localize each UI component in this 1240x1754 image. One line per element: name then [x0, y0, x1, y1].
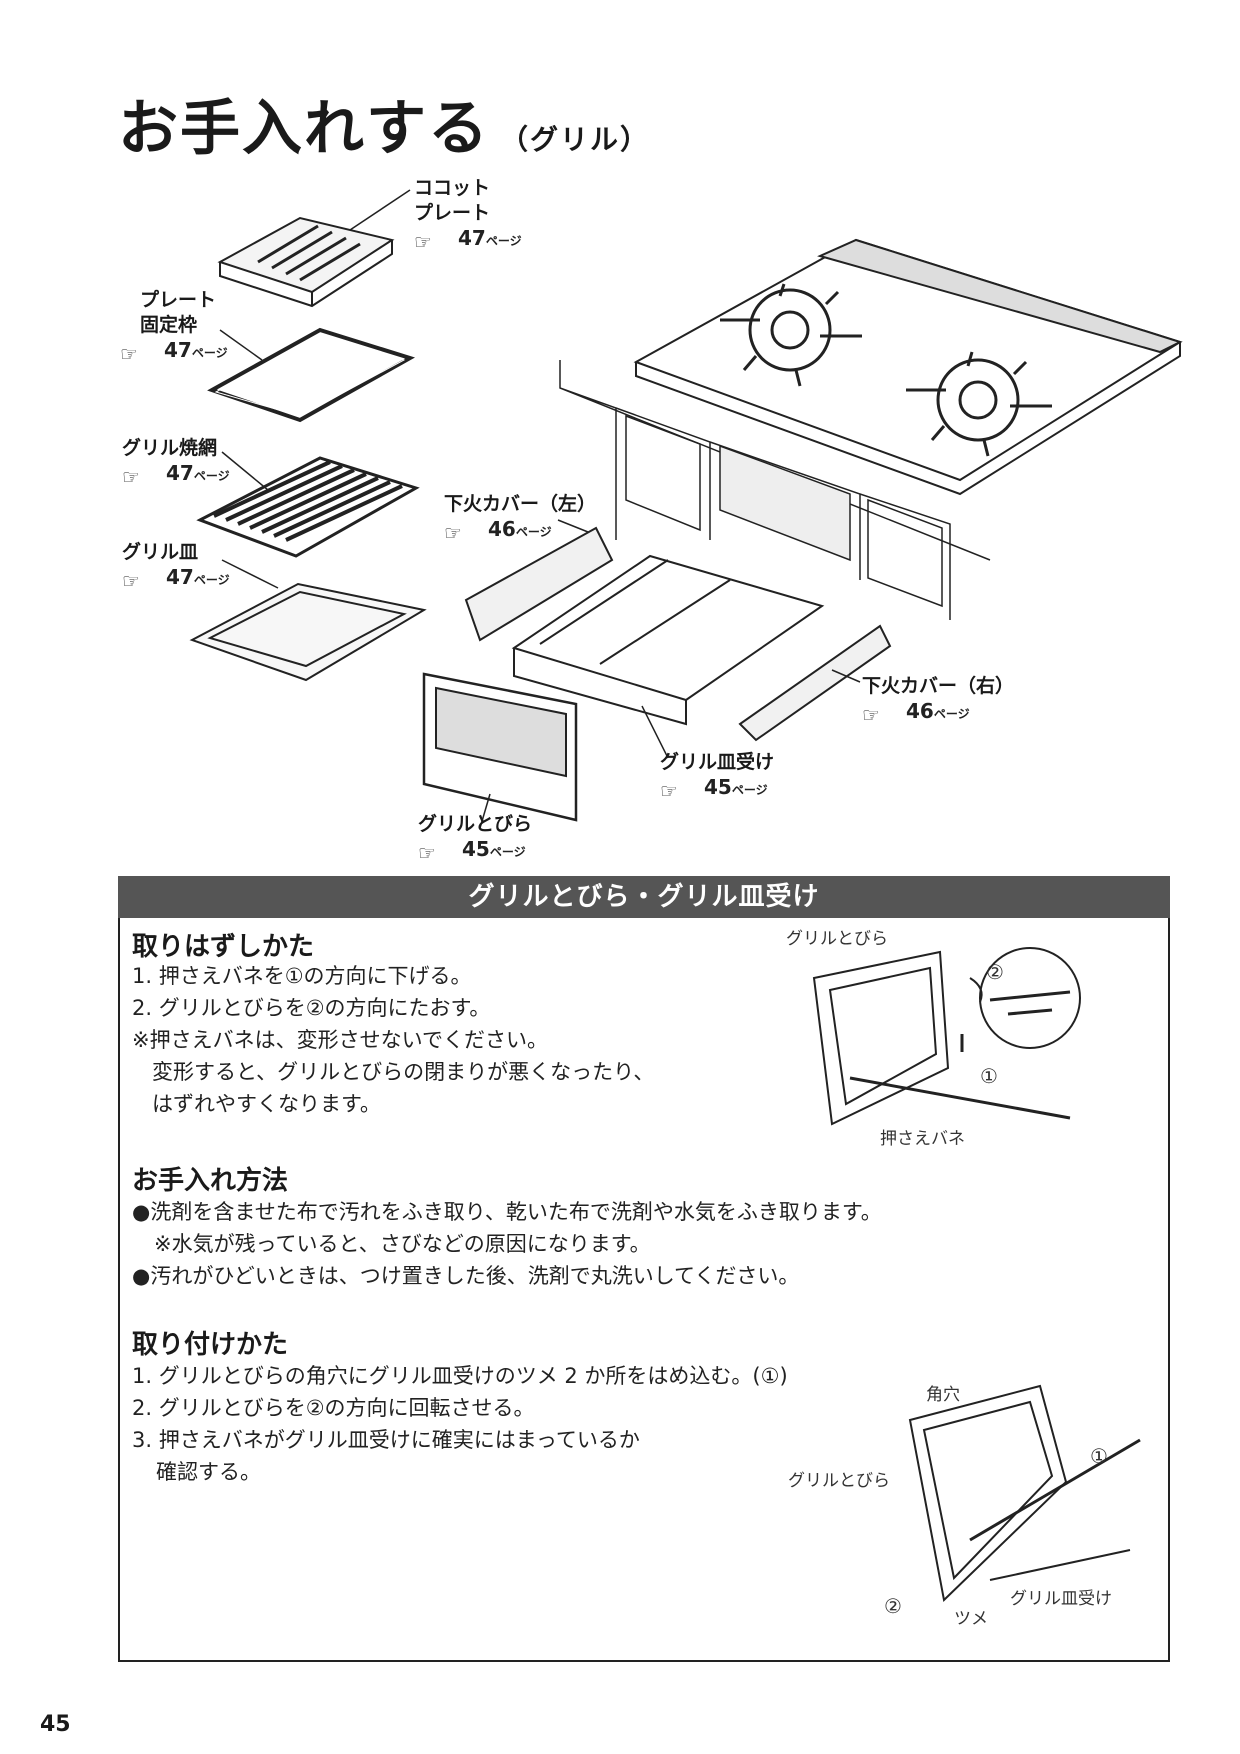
label-cocotte-plate: ココットプレート ☞47ページ	[414, 177, 522, 254]
removal-line: はずれやすくなります。	[152, 1092, 381, 1116]
install-marker-1: ①	[1090, 1444, 1108, 1468]
pointing-hand-icon: ☞	[418, 841, 436, 865]
install-line: 1. グリルとびらの角穴にグリル皿受けのツメ 2 か所をはめ込む。(①)	[132, 1364, 788, 1388]
install-marker-2: ②	[884, 1594, 902, 1618]
section-heading: グリルとびら・グリル皿受け	[118, 876, 1170, 918]
removal-figure	[812, 947, 1081, 1126]
install-line: 3. 押さえバネがグリル皿受けに確実にはまっているか	[132, 1428, 640, 1452]
install-heading: 取り付けかた	[132, 1330, 289, 1360]
removal-line: 変形すると、グリルとびらの閉まりが悪くなったり、	[152, 1060, 655, 1084]
page-ref-cocotte: ☞47ページ	[414, 226, 522, 254]
page-ref-under-cover-left: ☞46ページ	[444, 517, 552, 545]
removal-line: ※押さえバネは、変形させないでください。	[132, 1028, 548, 1052]
page-ref-pan-holder: ☞45ページ	[660, 775, 768, 803]
label-under-cover-left: 下火カバー（左） ☞46ページ	[444, 493, 597, 545]
grill-door-drawing	[422, 672, 578, 829]
install-line: 2. グリルとびらを②の方向に回転させる。	[132, 1396, 535, 1420]
care-line: ●汚れがひどいときは、つけ置きした後、洗剤で丸洗いしてください。	[132, 1264, 800, 1288]
pointing-hand-icon: ☞	[120, 342, 138, 366]
label-grill-pan: グリル皿 ☞47ページ	[122, 541, 230, 593]
removal-line: 1. 押さえバネを①の方向に下げる。	[132, 964, 472, 988]
under-cover-right-drawing	[738, 624, 892, 742]
page-title: お手入れする （グリル）	[118, 80, 650, 167]
removal-door-label: グリルとびら	[786, 929, 888, 949]
install-figure	[908, 1384, 1141, 1603]
removal-steps: 1. 押さえバネを①の方向に下げる。 2. グリルとびらを②の方向にたおす。 ※…	[132, 960, 654, 1120]
cooktop-drawing	[633, 238, 1183, 496]
pointing-hand-icon: ☞	[660, 779, 678, 803]
removal-marker-2: ②	[986, 960, 1004, 984]
removal-line: 2. グリルとびらを②の方向にたおす。	[132, 996, 491, 1020]
page-ref-grill-door: ☞45ページ	[418, 837, 526, 865]
removal-heading: 取りはずしかた	[132, 932, 315, 962]
cocotte-plate-drawing	[217, 189, 411, 308]
page-ref-grill-pan: ☞47ページ	[122, 565, 230, 593]
removal-marker-1: ①	[980, 1064, 998, 1088]
pan-holder-drawing	[511, 554, 825, 759]
pointing-hand-icon: ☞	[414, 230, 432, 254]
under-cover-left-drawing	[464, 519, 614, 642]
pointing-hand-icon: ☞	[444, 521, 462, 545]
care-line: ※水気が残っていると、さびなどの原因になります。	[154, 1232, 651, 1256]
removal-spring-label: 押さえバネ	[880, 1129, 965, 1149]
install-line: 確認する。	[156, 1460, 261, 1484]
pointing-hand-icon: ☞	[862, 703, 880, 727]
grill-net-drawing	[196, 451, 420, 558]
title-subtitle: （グリル）	[500, 123, 651, 156]
page-ref-under-cover-right: ☞46ページ	[862, 699, 970, 727]
pointing-hand-icon: ☞	[122, 465, 140, 489]
install-holder-label: グリル皿受け	[1010, 1589, 1112, 1609]
page-ref-plate-frame: ☞47ページ	[120, 338, 228, 366]
label-pan-holder: グリル皿受け ☞45ページ	[660, 751, 775, 803]
care-steps: ●洗剤を含ませた布で汚れをふき取り、乾いた布で洗剤や水気をふき取ります。 ※水気…	[132, 1196, 882, 1292]
install-claw-label: ツメ	[954, 1609, 988, 1629]
page-number: 45	[40, 1712, 71, 1737]
label-grill-net: グリル焼網 ☞47ページ	[122, 437, 230, 489]
label-grill-door: グリルとびら ☞45ページ	[418, 813, 533, 865]
title-text: お手入れする	[118, 94, 490, 164]
grill-pan-drawing	[189, 559, 427, 682]
label-plate-frame: プレート固定枠 ☞47ページ	[120, 289, 228, 366]
page-ref-grill-net: ☞47ページ	[122, 461, 230, 489]
install-hole-label: 角穴	[926, 1385, 960, 1405]
label-under-cover-right: 下火カバー（右） ☞46ページ	[862, 675, 1015, 727]
install-door-label: グリルとびら	[788, 1471, 890, 1491]
care-heading: お手入れ方法	[132, 1166, 289, 1196]
pointing-hand-icon: ☞	[122, 569, 140, 593]
care-line: ●洗剤を含ませた布で汚れをふき取り、乾いた布で洗剤や水気をふき取ります。	[132, 1200, 882, 1224]
plate-frame-drawing	[207, 327, 416, 423]
install-steps: 1. グリルとびらの角穴にグリル皿受けのツメ 2 か所をはめ込む。(①) 2. …	[132, 1360, 788, 1488]
exploded-diagram	[189, 189, 1183, 829]
cabinet-drawing	[559, 360, 991, 620]
